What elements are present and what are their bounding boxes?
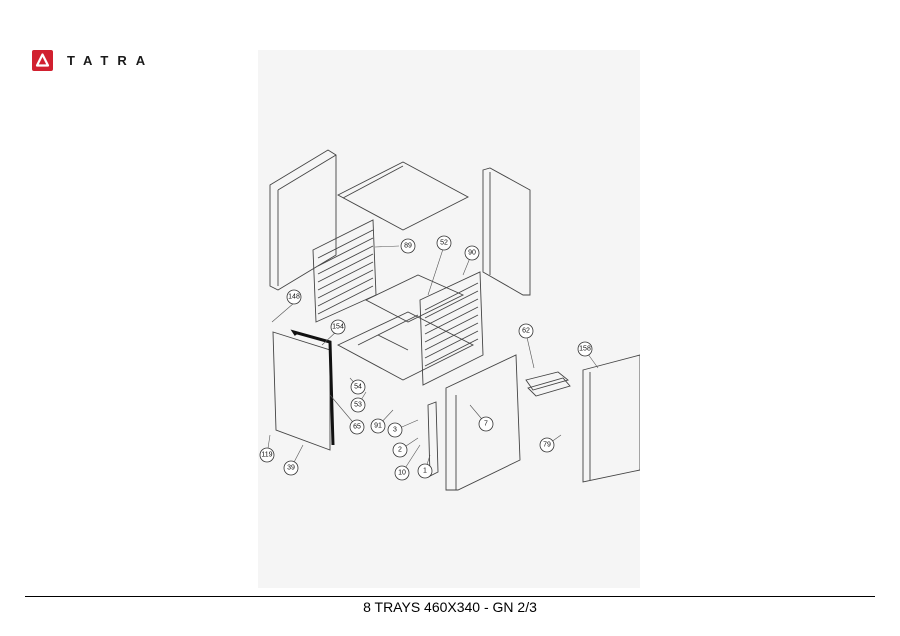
front-control-panel bbox=[445, 354, 521, 491]
callout-90: 90 bbox=[464, 245, 480, 261]
left-tray-rack bbox=[312, 219, 377, 323]
callout-39: 39 bbox=[283, 460, 299, 476]
heating-element bbox=[525, 371, 571, 397]
svg-text:52: 52 bbox=[440, 240, 448, 247]
svg-text:79: 79 bbox=[543, 442, 551, 449]
callout-148: 148 bbox=[286, 289, 302, 305]
callout-154: 154 bbox=[330, 319, 346, 335]
callout-65: 65 bbox=[349, 419, 365, 435]
callout-3: 3 bbox=[387, 422, 403, 438]
callout-1: 1 bbox=[417, 463, 433, 479]
right-side-panel bbox=[482, 167, 531, 296]
svg-text:90: 90 bbox=[468, 250, 476, 257]
svg-text:89: 89 bbox=[404, 243, 412, 250]
shelf-plate bbox=[364, 274, 465, 323]
callout-7: 7 bbox=[478, 416, 494, 432]
brand-logo: TATRA bbox=[32, 50, 154, 71]
rear-panel bbox=[582, 354, 640, 483]
svg-text:119: 119 bbox=[261, 452, 272, 459]
footer-divider bbox=[25, 596, 875, 597]
callout-53: 53 bbox=[350, 397, 366, 413]
callout-62: 62 bbox=[518, 323, 534, 339]
svg-text:154: 154 bbox=[332, 324, 344, 331]
door-panel bbox=[272, 331, 331, 451]
callout-91: 91 bbox=[370, 418, 386, 434]
callout-54: 54 bbox=[350, 379, 366, 395]
callout-52: 52 bbox=[436, 235, 452, 251]
svg-text:62: 62 bbox=[522, 328, 530, 335]
callout-89: 89 bbox=[400, 238, 416, 254]
callout-79: 79 bbox=[539, 437, 555, 453]
svg-text:53: 53 bbox=[354, 402, 362, 409]
svg-text:7: 7 bbox=[484, 421, 488, 428]
footer-title: 8 TRAYS 460X340 - GN 2/3 bbox=[363, 599, 537, 615]
svg-text:148: 148 bbox=[288, 294, 300, 301]
callout-2: 2 bbox=[392, 442, 408, 458]
door-gasket bbox=[290, 329, 335, 446]
left-side-panel bbox=[269, 149, 337, 291]
svg-text:65: 65 bbox=[353, 424, 361, 431]
top-panel bbox=[337, 161, 469, 231]
callout-158: 158 bbox=[577, 341, 593, 357]
brand-name: TATRA bbox=[67, 53, 155, 68]
svg-text:1: 1 bbox=[423, 468, 427, 475]
right-tray-rack bbox=[419, 271, 484, 386]
svg-text:158: 158 bbox=[579, 346, 591, 353]
svg-text:3: 3 bbox=[393, 427, 397, 434]
svg-text:2: 2 bbox=[398, 447, 402, 454]
triangle-logo-icon bbox=[32, 50, 53, 71]
parts-drawing: 148 154 89 52 90 62 158 54 53 65 91 3 2 … bbox=[259, 149, 640, 491]
control-bracket bbox=[427, 401, 439, 477]
callout-119: 119 bbox=[259, 447, 275, 463]
base-frame bbox=[337, 311, 475, 381]
exploded-parts-diagram: 148 154 89 52 90 62 158 54 53 65 91 3 2 … bbox=[258, 50, 640, 588]
svg-text:54: 54 bbox=[354, 384, 362, 391]
callout-10: 10 bbox=[394, 465, 410, 481]
svg-text:10: 10 bbox=[398, 470, 406, 477]
svg-text:91: 91 bbox=[374, 423, 382, 430]
svg-text:39: 39 bbox=[287, 465, 295, 472]
